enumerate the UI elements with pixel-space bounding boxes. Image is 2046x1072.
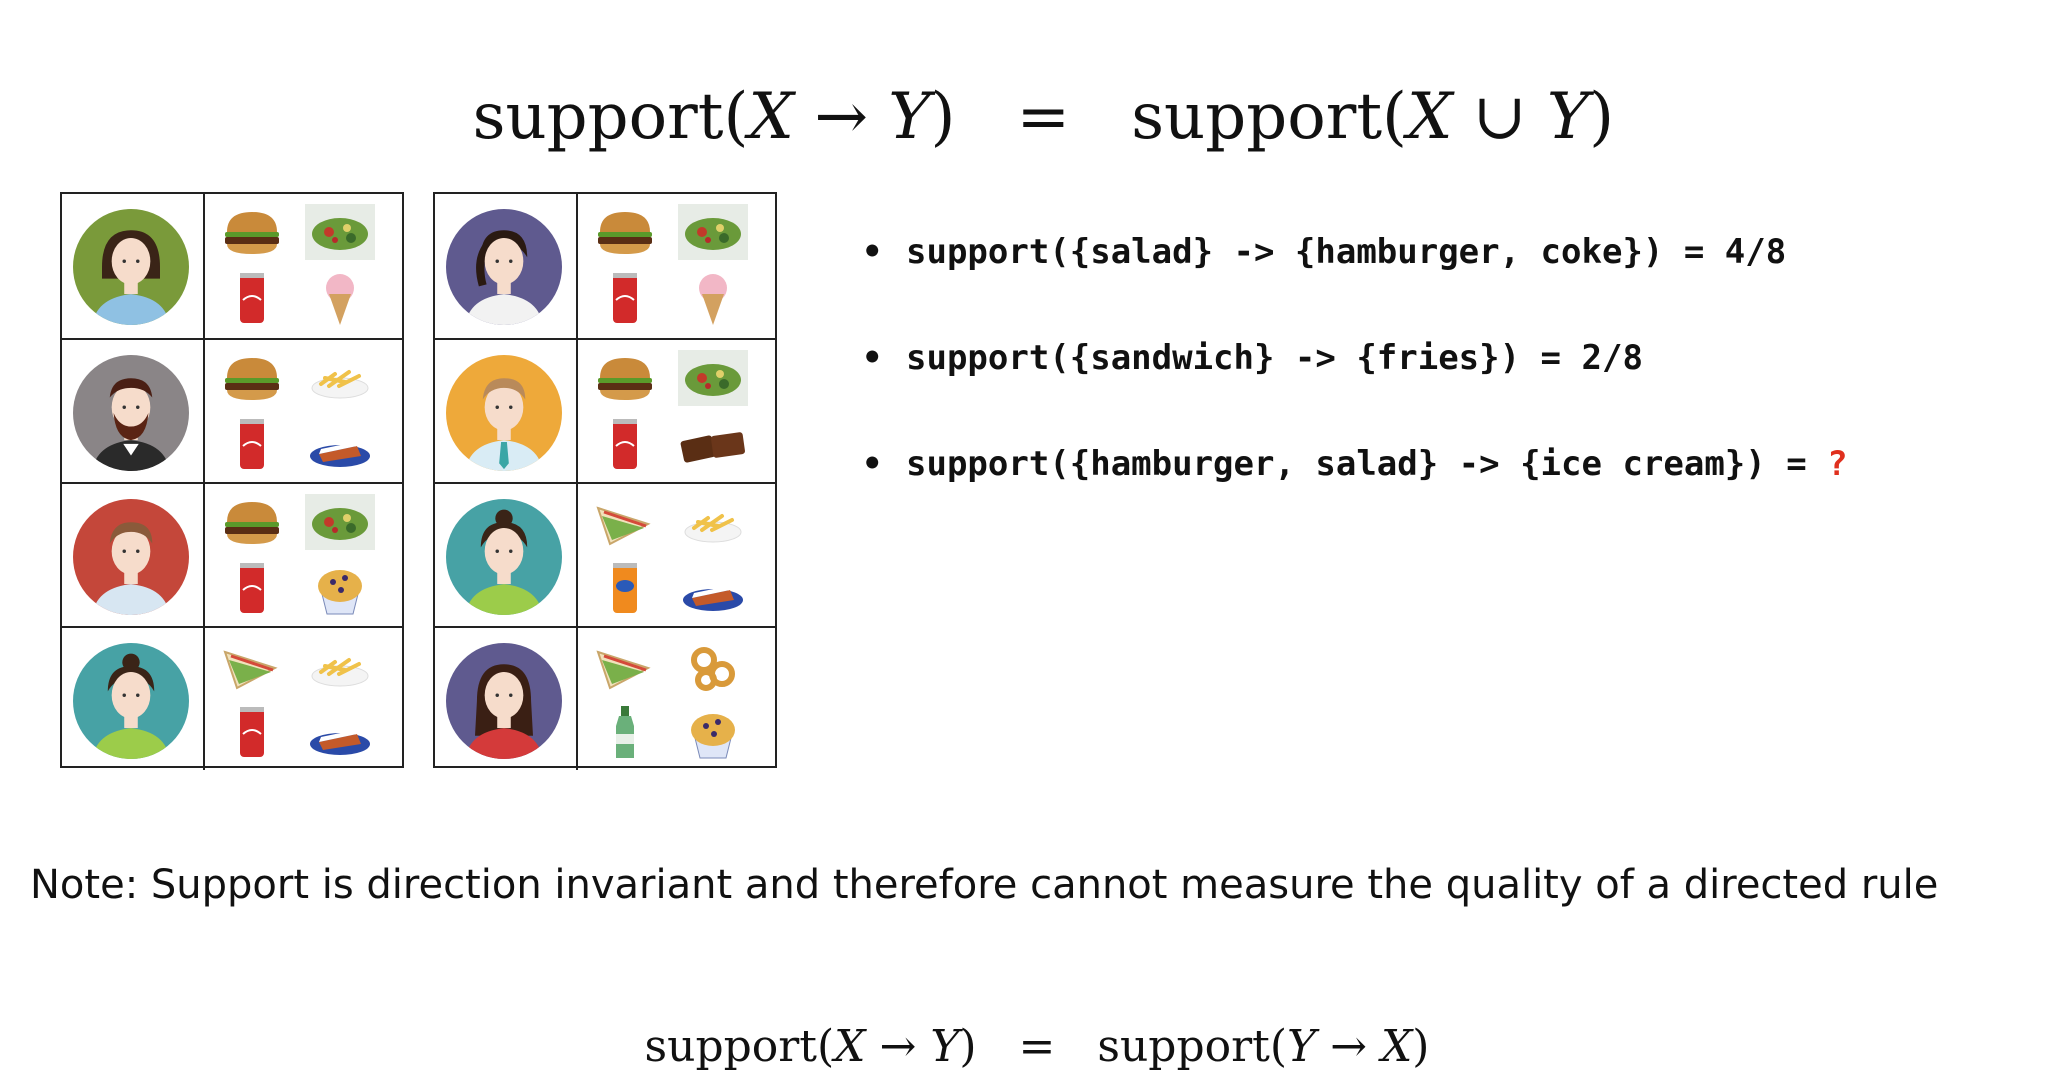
formula-union: ∪ xyxy=(1472,80,1527,154)
question-mark: ? xyxy=(1827,444,1848,484)
coke-icon xyxy=(217,560,287,616)
sandwich-icon xyxy=(590,638,660,694)
items-cell xyxy=(205,628,402,770)
pie-icon xyxy=(678,560,748,616)
man-beard-icon xyxy=(73,355,189,471)
coke-icon xyxy=(217,270,287,326)
woman-bun-icon xyxy=(73,643,189,759)
formula-var: X xyxy=(748,80,794,154)
customer-cell xyxy=(62,628,205,770)
sandwich-icon xyxy=(590,494,660,550)
woman-bun-icon xyxy=(446,499,562,615)
chocolate-bar-icon xyxy=(678,416,748,472)
transaction-table-left xyxy=(60,192,404,770)
woman-ponytail-icon xyxy=(446,209,562,325)
items-cell xyxy=(205,484,402,626)
formula-arrow: → xyxy=(814,80,868,154)
sandwich-icon xyxy=(217,638,287,694)
transaction-row xyxy=(435,482,775,626)
customer-cell xyxy=(435,628,578,770)
formula-var: Y xyxy=(888,80,931,154)
bullet-text: support({sandwich} -> {fries}) = 2/8 xyxy=(906,338,1643,378)
items-cell xyxy=(578,340,775,482)
formula-var: X xyxy=(834,1021,866,1072)
bullet-item: •support({sandwich} -> {fries}) = 2/8 xyxy=(862,338,1643,378)
formula-var: Y xyxy=(930,1021,960,1072)
salad-icon xyxy=(678,204,748,260)
customer-cell xyxy=(62,484,205,626)
customer-cell xyxy=(435,484,578,626)
customer-cell xyxy=(435,340,578,482)
man-tie-icon xyxy=(446,355,562,471)
formula-fn: support xyxy=(1097,1021,1270,1072)
transaction-row xyxy=(435,338,775,482)
formula-fn: support xyxy=(1131,80,1383,154)
formula-equals: = xyxy=(1018,1021,1056,1072)
formula-arrow: → xyxy=(879,1021,917,1072)
formula-direction-invariant: support(X → Y) = support(Y → X) xyxy=(644,1021,1430,1072)
muffin-icon xyxy=(678,704,748,760)
formula-var: X xyxy=(1380,1021,1413,1072)
transaction-row xyxy=(62,626,402,770)
pie-icon xyxy=(305,704,375,760)
items-cell xyxy=(205,194,402,338)
transaction-table-right xyxy=(433,192,777,770)
water-bottle-icon xyxy=(590,704,660,760)
transaction-row xyxy=(435,194,775,338)
fries-icon xyxy=(305,350,375,406)
formula-fn: support xyxy=(644,1021,817,1072)
coke-icon xyxy=(590,416,660,472)
woman-short-hair-icon xyxy=(73,209,189,325)
pie-icon xyxy=(305,416,375,472)
customer-cell xyxy=(435,194,578,338)
man-icon xyxy=(73,499,189,615)
muffin-icon xyxy=(305,560,375,616)
bullet-item: •support({hamburger, salad} -> {ice crea… xyxy=(862,444,1848,484)
formula-var: Y xyxy=(1546,80,1590,154)
customer-cell xyxy=(62,340,205,482)
ice-cream-icon xyxy=(305,270,375,326)
coke-icon xyxy=(590,270,660,326)
ice-cream-icon xyxy=(678,270,748,326)
bullet-text: support({salad} -> {hamburger, coke}) = … xyxy=(906,232,1787,272)
coke-icon xyxy=(217,704,287,760)
hamburger-icon xyxy=(217,494,287,550)
hamburger-icon xyxy=(217,350,287,406)
salad-icon xyxy=(678,350,748,406)
salad-icon xyxy=(305,204,375,260)
customer-cell xyxy=(62,194,205,338)
formula-equals: = xyxy=(1016,80,1071,154)
items-cell xyxy=(578,628,775,770)
hamburger-icon xyxy=(590,204,660,260)
fries-icon xyxy=(678,494,748,550)
onion-rings-icon xyxy=(678,638,748,694)
hamburger-icon xyxy=(590,350,660,406)
bullet-text: support({hamburger, salad} -> {ice cream… xyxy=(906,444,1828,484)
formula-arrow: → xyxy=(1330,1021,1367,1072)
items-cell xyxy=(578,484,775,626)
note-text: Note: Support is direction invariant and… xyxy=(30,862,1939,908)
formula-var: X xyxy=(1407,80,1453,154)
bullet-item: •support({salad} -> {hamburger, coke}) =… xyxy=(862,232,1787,272)
formula-var: Y xyxy=(1287,1021,1317,1072)
formula-support-union: support(X → Y) = support(X ∪ Y) xyxy=(472,80,1615,154)
salad-icon xyxy=(305,494,375,550)
items-cell xyxy=(205,340,402,482)
woman-long-hair-icon xyxy=(446,643,562,759)
transaction-row xyxy=(435,626,775,770)
formula-fn: support xyxy=(472,80,724,154)
fries-icon xyxy=(305,638,375,694)
coke-icon xyxy=(217,416,287,472)
items-cell xyxy=(578,194,775,338)
transaction-row xyxy=(62,194,402,338)
transaction-row xyxy=(62,482,402,626)
transaction-row xyxy=(62,338,402,482)
fanta-icon xyxy=(590,560,660,616)
hamburger-icon xyxy=(217,204,287,260)
